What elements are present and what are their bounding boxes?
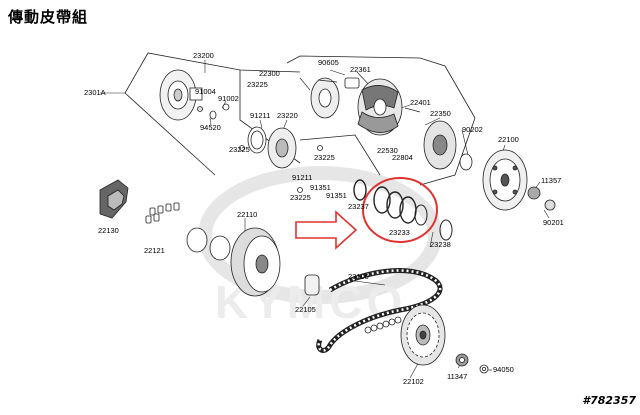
part-ramp-plate[interactable] <box>239 126 323 193</box>
part-drive-belt[interactable] <box>316 268 443 353</box>
label-23238: 23238 <box>430 240 451 249</box>
highlight-arrow <box>295 210 358 250</box>
label-22110: 22110 <box>237 210 257 219</box>
label-22300: 22300 <box>259 69 280 78</box>
label-23225-d: 23225 <box>290 193 311 202</box>
label-94520: 94520 <box>200 123 221 132</box>
part-labels: 23200 2301A 91004 91002 94520 23225 9121… <box>84 51 564 386</box>
label-22361: 22361 <box>350 65 371 74</box>
label-94050: 94050 <box>493 365 514 374</box>
label-22804: 22804 <box>392 153 413 162</box>
label-91351-a: 91351 <box>310 183 331 192</box>
part-belt-spring[interactable] <box>364 316 402 334</box>
part-clutch-assembly[interactable] <box>310 77 421 136</box>
label-22105: 22105 <box>295 305 316 314</box>
label-91351-b: 91351 <box>326 191 347 200</box>
label-23200: 23200 <box>193 51 214 60</box>
label-23225-b: 23225 <box>229 145 250 154</box>
label-90605: 90605 <box>318 58 339 67</box>
part-fan-pulley[interactable] <box>400 304 446 366</box>
label-91002: 91002 <box>218 94 239 103</box>
highlight-circle <box>362 177 438 243</box>
label-90202: 90202 <box>462 125 483 134</box>
label-22100: 22100 <box>498 135 519 144</box>
label-91004: 91004 <box>195 87 216 96</box>
label-23100: 23100 <box>348 272 369 281</box>
label-11357-a: 11357 <box>541 176 561 185</box>
label-22350: 22350 <box>430 109 451 118</box>
part-clutch-outer[interactable] <box>482 149 556 211</box>
part-springs-23233[interactable] <box>353 179 453 241</box>
label-90201: 90201 <box>543 218 564 227</box>
label-23237: 23237 <box>348 202 369 211</box>
part-clutch-plate[interactable] <box>423 120 473 171</box>
label-23225-a: 23225 <box>247 80 268 89</box>
label-91211-b: 91211 <box>292 173 312 182</box>
part-drive-face[interactable] <box>159 69 230 121</box>
part-movable-face[interactable] <box>186 227 281 297</box>
part-washer[interactable] <box>479 364 489 374</box>
assembly-frame <box>124 52 476 186</box>
part-collar[interactable] <box>304 274 320 296</box>
label-22130: 22130 <box>98 226 119 235</box>
label-91211-a: 91211 <box>250 111 270 120</box>
label-22530: 22530 <box>377 146 398 155</box>
label-22401: 22401 <box>410 98 431 107</box>
label-23225-c: 23225 <box>314 153 335 162</box>
label-11347: 11347 <box>447 372 467 381</box>
image-id-badge: #782357 <box>582 394 636 407</box>
diagram-title: 傳動皮帶組 <box>8 8 89 26</box>
part-nut[interactable] <box>455 353 469 367</box>
label-23220: 23220 <box>277 111 298 120</box>
label-2301A: 2301A <box>84 88 106 97</box>
part-roller-weights[interactable] <box>99 179 180 224</box>
label-22121: 22121 <box>144 246 165 255</box>
label-22102: 22102 <box>403 377 424 386</box>
label-23233: 23233 <box>389 228 410 237</box>
